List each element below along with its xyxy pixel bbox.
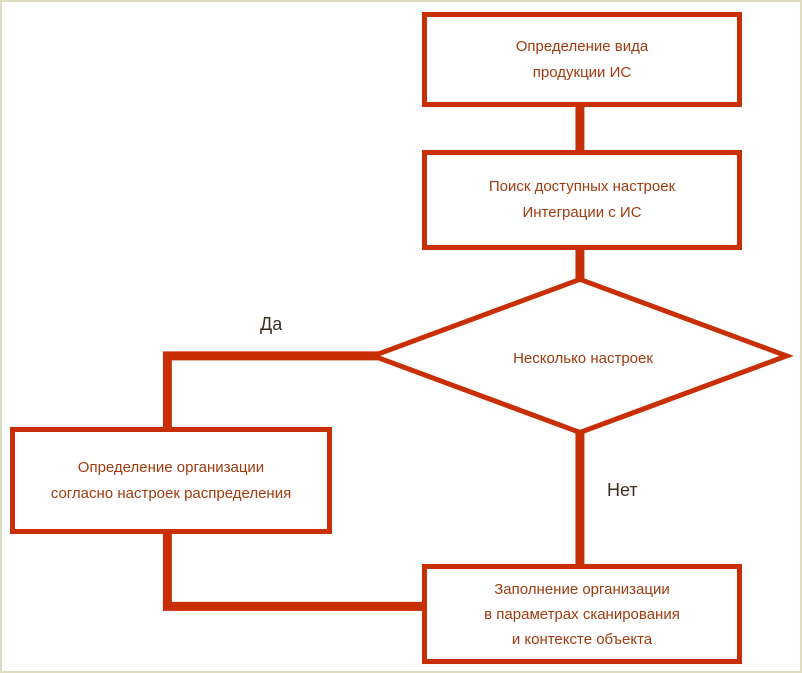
node-text-line: Заполнение организации: [494, 580, 670, 598]
edge-yes-line: [162, 351, 381, 430]
node-text-line: продукции ИС: [532, 63, 632, 81]
node-text-line: Интеграции с ИС: [522, 204, 642, 221]
node-text-line: согласно настроек распределения: [50, 484, 292, 502]
node-text-line: в параметрах сканирования: [484, 605, 680, 623]
node-define-product-kind: Определение вида продукции ИС: [422, 12, 742, 107]
node-text-line: Определение вида: [515, 37, 649, 55]
node-text-line: и контексте объекта: [511, 630, 653, 648]
edge-merge-line: [162, 526, 424, 611]
node-fill-organization: Заполнение организации в параметрах скан…: [422, 564, 742, 664]
decision-diamond-shape: [366, 276, 794, 436]
edge-label-yes: Да: [260, 314, 283, 334]
edge-label-no: Нет: [607, 480, 638, 500]
node-text-line: Определение организации: [77, 458, 265, 476]
node-define-organization: Определение организации согласно настрое…: [10, 427, 332, 534]
node-text-line: Поиск доступных настроек: [488, 178, 676, 195]
node-search-integration-settings: Поиск доступных настроек Интеграции с ИС: [422, 150, 742, 250]
